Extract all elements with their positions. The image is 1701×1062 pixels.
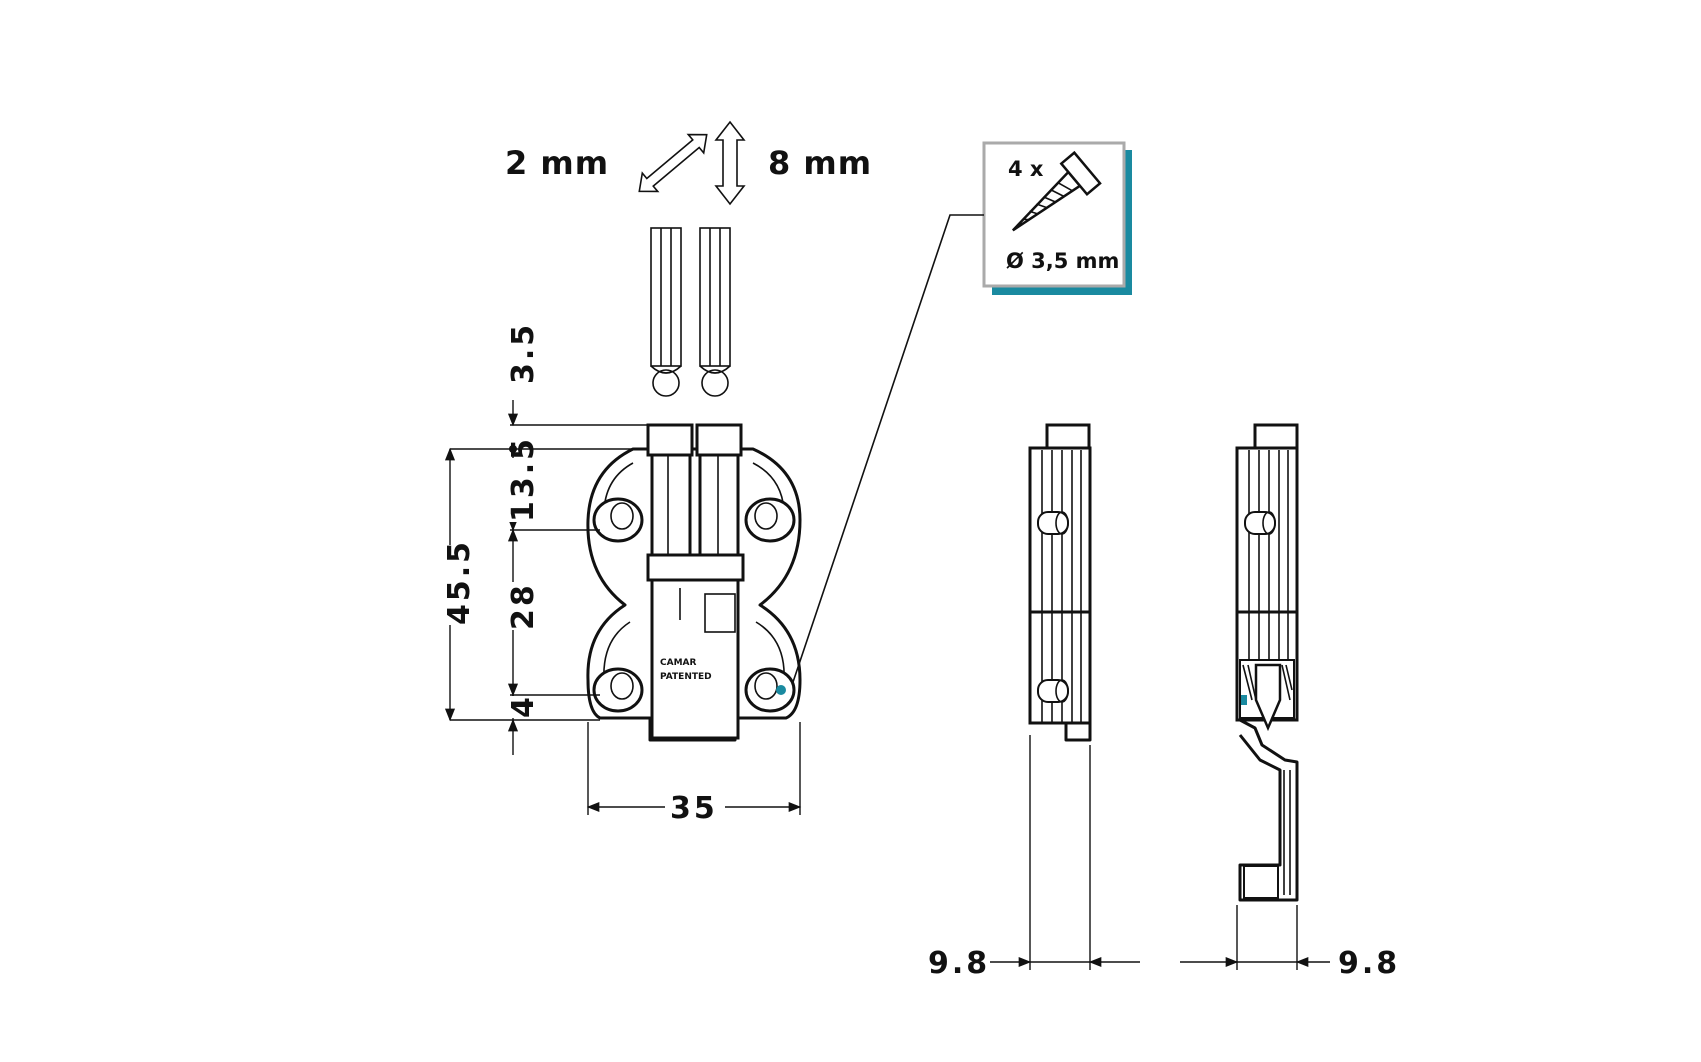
stamp-patented: PATENTED [660, 672, 712, 682]
dim-right-depth: 9.8 [1338, 946, 1400, 981]
screw-icon [1011, 150, 1102, 232]
highlight-dot [776, 685, 786, 695]
wall-plug-right [699, 227, 731, 397]
side-peg-top [1037, 511, 1069, 535]
mounting-hole-top-right [744, 497, 796, 543]
screw-diameter: Ø 3,5 mm [1006, 249, 1119, 273]
side-peg-right-top [1244, 511, 1276, 535]
side-adjust-label: 2 mm [505, 144, 609, 182]
mounting-hole-bottom-right [744, 667, 796, 713]
dim-upper-hole: 13.5 [506, 436, 541, 522]
base-plate [586, 447, 802, 742]
leader-line [788, 214, 984, 695]
diagonal-arrow-icon [638, 133, 708, 193]
hook-top-right [695, 423, 743, 457]
dim-hole-spacing: 28 [506, 582, 541, 630]
hook-crossbar [646, 553, 745, 582]
side-view-left: 9.8 [928, 423, 1140, 981]
adjustment-indicator: 2 mm 8 mm [505, 120, 872, 206]
wall-plugs [650, 227, 731, 397]
vertical-arrow-icon [714, 120, 746, 206]
hook-top-left [646, 423, 694, 457]
wall-plug-left [650, 227, 682, 397]
side-view-right: 9.8 [1180, 423, 1400, 981]
dim-left-depth: 9.8 [928, 946, 990, 981]
mounting-hole-bottom-left [592, 667, 644, 713]
front-view: CAMAR PATENTED 3.5 13.5 28 4 45.5 35 [440, 322, 802, 826]
screw-quantity: 4 x [1008, 157, 1044, 181]
stamp-brand: CAMAR [660, 658, 696, 668]
height-adjust-label: 8 mm [768, 144, 872, 182]
hook-stem-right [698, 453, 740, 557]
dim-overall-height: 45.5 [442, 539, 477, 625]
dim-top-offset: 3.5 [506, 322, 541, 384]
dim-width: 35 [670, 791, 718, 826]
side-peg-bottom [1037, 679, 1069, 703]
screw-spec-box: 4 x Ø 3,5 mm [982, 141, 1132, 295]
hook-window [704, 593, 736, 633]
hook-body [650, 578, 740, 740]
mounting-hole-top-left [592, 497, 644, 543]
dim-bottom-offset: 4 [506, 694, 541, 718]
